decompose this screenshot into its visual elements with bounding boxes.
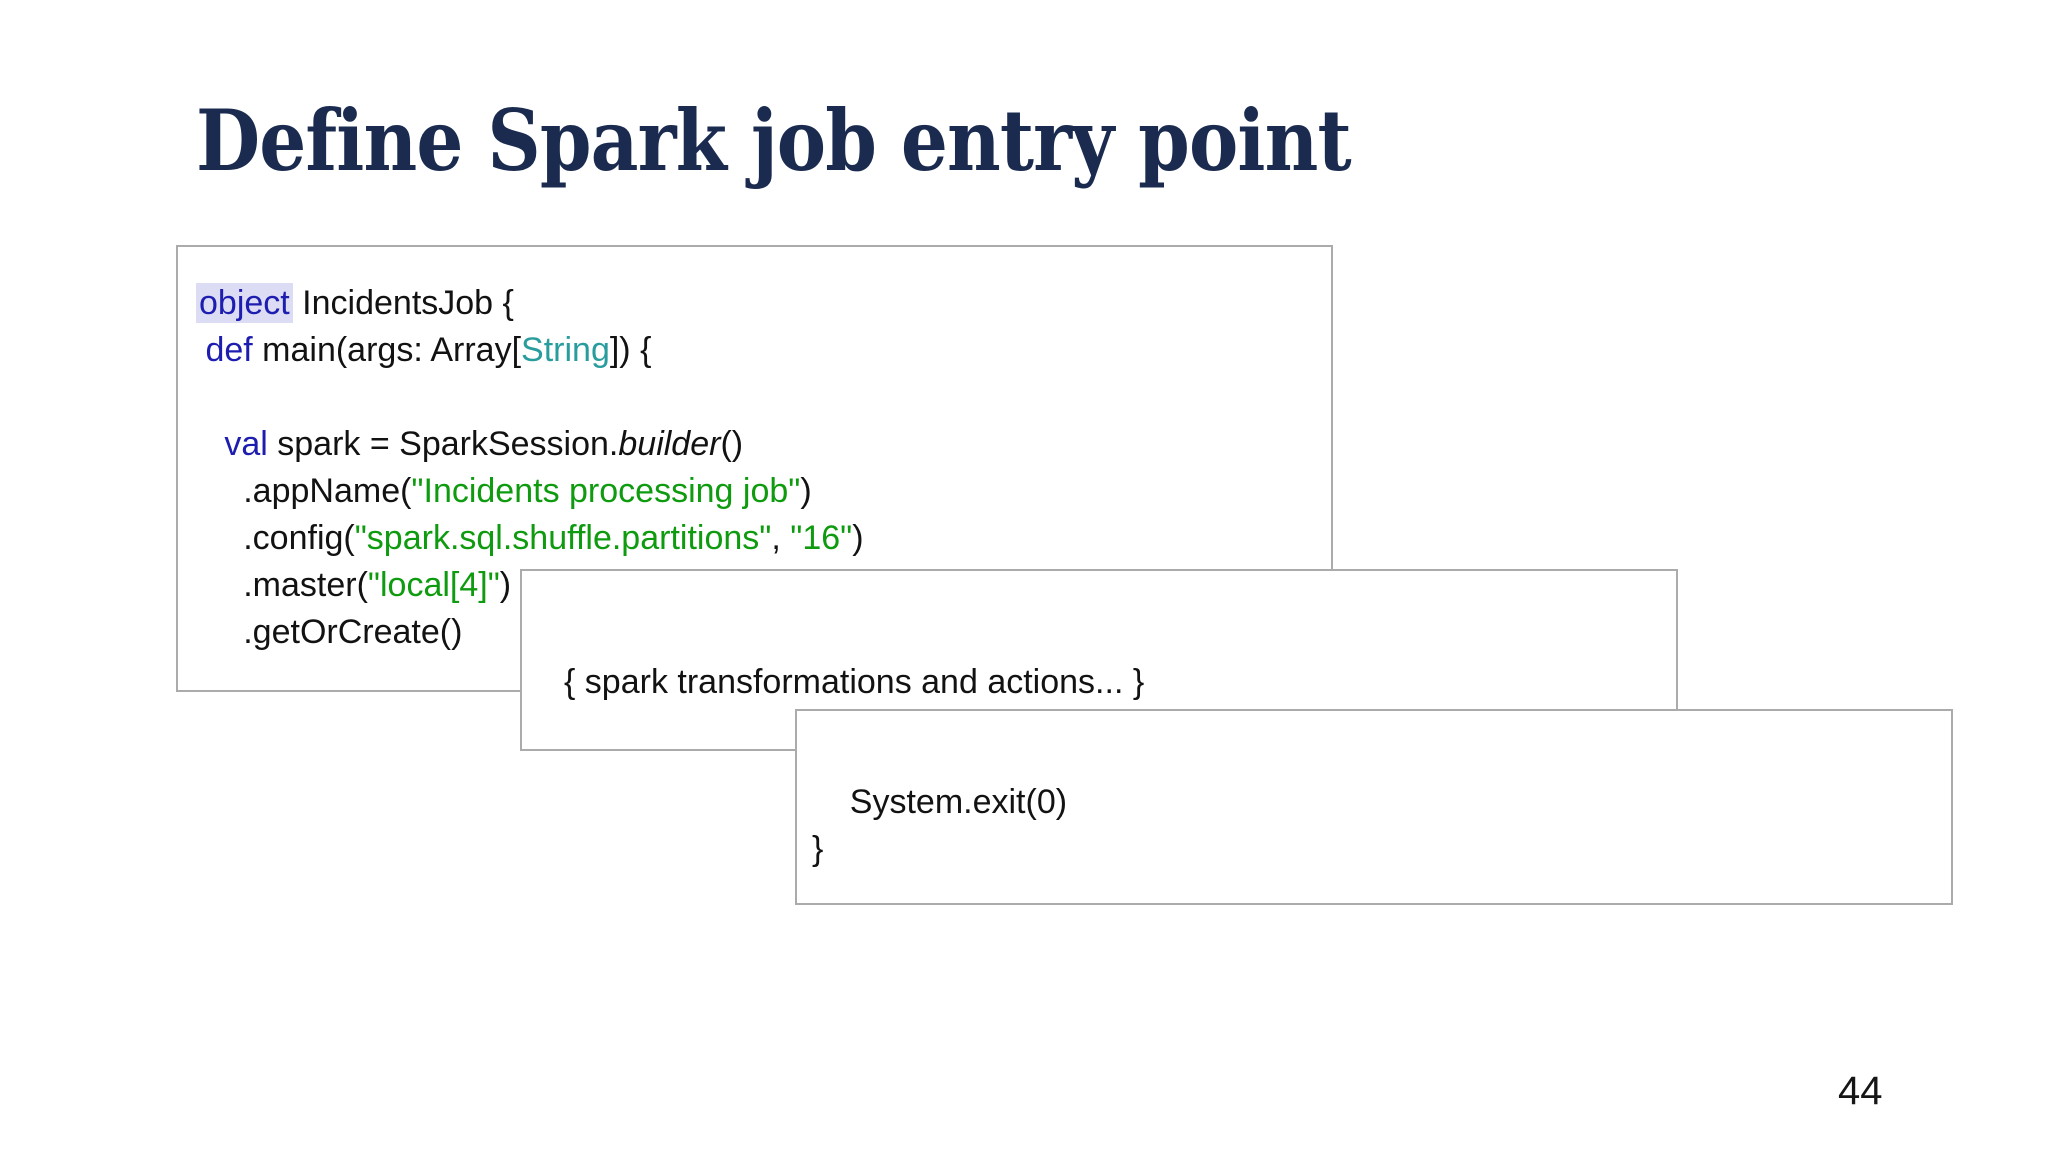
code-box-system-exit: System.exit(0)} <box>795 709 1953 905</box>
code-token-string: "local[4]" <box>367 566 500 604</box>
code-token-plain: ) <box>800 472 812 510</box>
code-token-plain: IncidentsJob { <box>292 284 514 322</box>
code-token-type: String <box>521 331 610 369</box>
code-token-plain: .getOrCreate() <box>196 613 463 651</box>
code-token-plain: () <box>720 425 744 463</box>
code-line: .appName("Incidents processing job") <box>196 468 1331 515</box>
code-line: .config("spark.sql.shuffle.partitions", … <box>196 515 1331 562</box>
code-token-plain: System.exit(0) <box>812 783 1068 821</box>
code-token-plain: ) <box>499 566 512 604</box>
slide-title: Define Spark job entry point <box>196 91 1352 190</box>
code-line: val spark = SparkSession.builder() <box>196 421 1331 468</box>
code-token-plain: .config( <box>196 519 355 557</box>
code-token-plain: } <box>812 830 824 868</box>
code-token-keyword-hl: object <box>196 283 293 323</box>
code-token-plain: main(args: Array[ <box>252 331 522 369</box>
code-token-keyword: def <box>205 331 253 369</box>
code-line: def main(args: Array[String]) { <box>196 327 1331 374</box>
code-token-plain: { spark transformations and actions... } <box>564 663 1145 701</box>
code-token-plain: .master( <box>196 566 368 604</box>
code-token-plain: spark = SparkSession. <box>267 425 619 463</box>
code-line <box>196 374 1331 421</box>
code-token-italic: builder <box>618 425 721 463</box>
page-number: 44 <box>1838 1069 1883 1113</box>
code-token-plain: , <box>771 519 791 557</box>
code-line: .master("local[4]") <box>196 562 1331 609</box>
code-token-string: "16" <box>790 519 853 557</box>
code-token-plain: ) <box>852 519 864 557</box>
code-line: .getOrCreate() <box>196 609 1331 656</box>
code-line: object IncidentsJob { <box>196 280 1331 327</box>
code-line: } <box>812 826 1951 873</box>
code-line: System.exit(0) <box>812 779 1951 826</box>
code-token-string: "spark.sql.shuffle.partitions" <box>354 519 772 557</box>
code-token-plain: ]) { <box>609 331 652 369</box>
code-token-keyword: val <box>224 425 268 463</box>
code-token-string: "Incidents processing job" <box>411 472 801 510</box>
code-line: { spark transformations and actions... } <box>564 659 1676 706</box>
code-token-plain <box>196 425 224 463</box>
code-token-plain: .appName( <box>196 472 412 510</box>
